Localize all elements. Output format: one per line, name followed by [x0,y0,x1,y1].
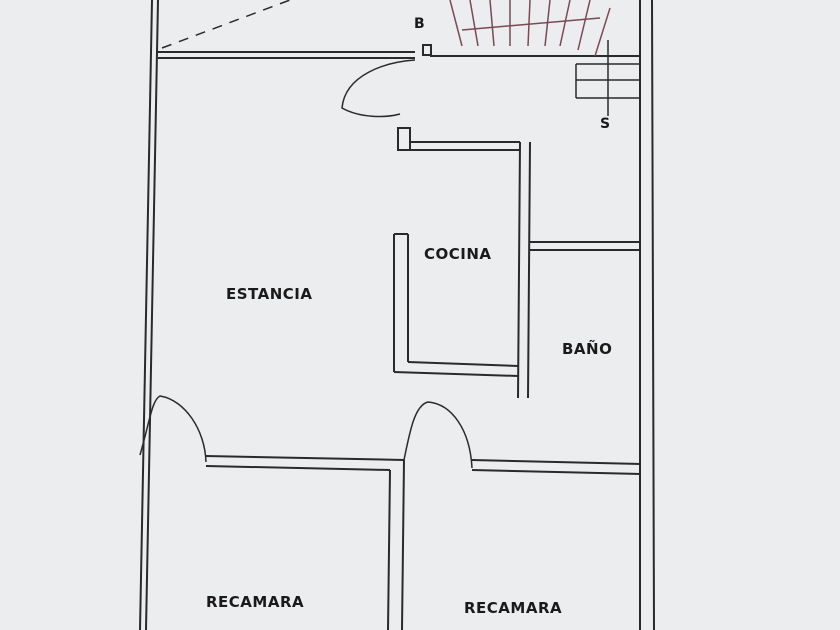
room-label-recamara-right: RECAMARA [464,599,563,617]
kitchen-post [397,127,411,151]
kitchen-walls [393,127,531,399]
room-label-recamara-left: RECAMARA [206,593,305,611]
room-label-bano: BAÑO [562,340,613,358]
left-exterior-wall-inner [145,0,159,630]
room-label-estancia: ESTANCIA [226,285,313,303]
right-exterior-wall-inner [651,0,655,630]
stair-down-mark: B [414,16,426,32]
bedroom-right-top-wall [471,459,641,465]
exterior-walls [139,0,655,630]
bedroom-left-top-wall [205,455,405,461]
left-exterior-wall [139,0,153,630]
diagonal-dashed-line [161,0,291,49]
stair-up-mark: S [600,116,611,132]
stair-post [422,44,432,56]
bathroom-walls [530,241,640,251]
entry-door-arc [341,59,416,118]
kitchen-right-wall-2 [527,141,531,399]
bedroom-left-door-arc [139,395,207,463]
bedroom-partition-wall [387,469,391,630]
stair-hall [158,0,640,118]
room-label-cocina: COCINA [424,245,492,263]
kitchen-right-wall [517,141,521,399]
bedroom-walls [139,395,641,630]
kitchen-bottom-wall [393,371,519,377]
bedroom-right-door-arc [403,401,473,469]
stairs [449,0,640,116]
